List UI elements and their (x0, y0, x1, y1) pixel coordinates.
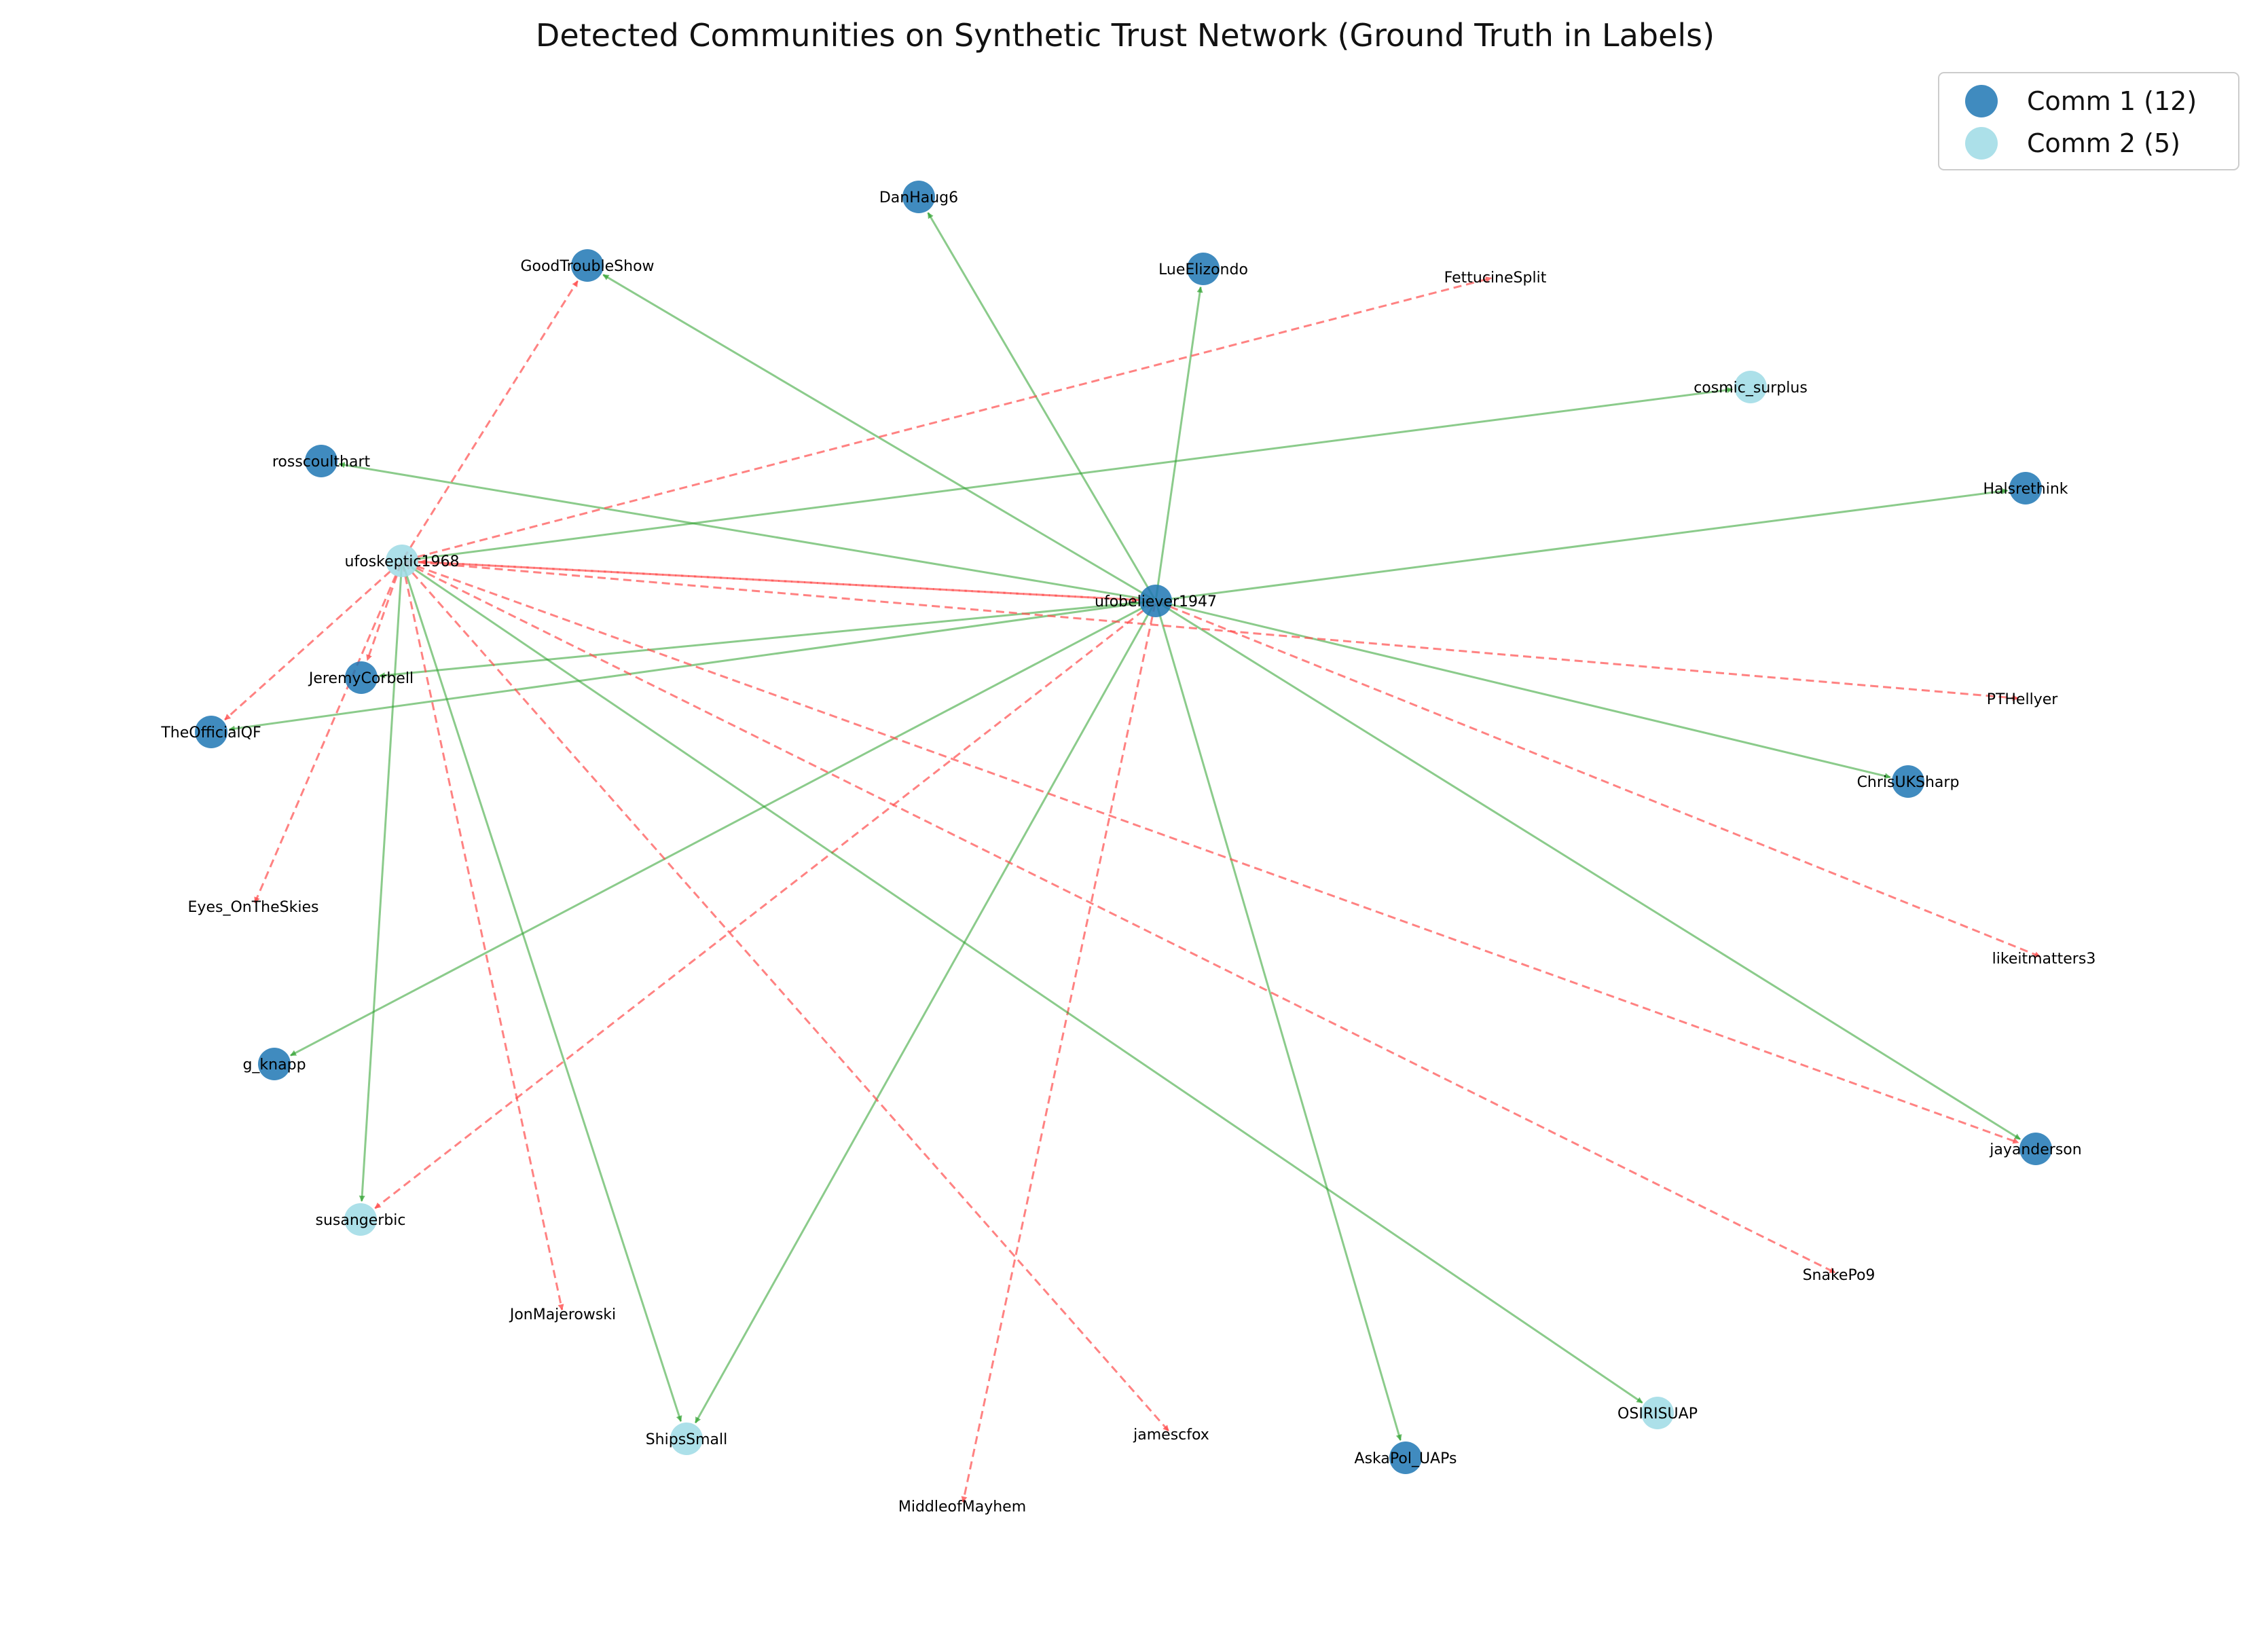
distrust-edge-ufoskeptic1968-to-jayanderson (404, 560, 2019, 1144)
node-susangerbic[interactable] (344, 1203, 377, 1236)
node-label-Eyes_OnTheSkies: Eyes_OnTheSkies (188, 899, 319, 916)
trust-edge-ufobeliever1947-to-g_knapp (290, 601, 1154, 1057)
trust-edge-ufobeliever1947-to-ChrisUKSharp (1158, 600, 1891, 779)
node-cosmic_surplus[interactable] (1734, 371, 1767, 403)
distrust-edge-ufoskeptic1968-to-JonMajerowski (401, 563, 564, 1311)
node-label-TheOfficialQF: TheOfficialQF (160, 724, 261, 741)
node-JeremyCorbell[interactable] (345, 661, 378, 694)
node-label-ufoskeptic1968: ufoskeptic1968 (345, 553, 460, 570)
node-label-GoodTroubleShow: GoodTroubleShow (520, 258, 654, 275)
trust-edge-ufoskeptic1968-to-susangerbic (359, 563, 403, 1202)
distrust-edge-ufoskeptic1968-to-ufobeliever1947 (404, 559, 1138, 603)
node-label-MiddleofMayhem: MiddleofMayhem (898, 1499, 1026, 1516)
node-Halsrethink[interactable] (2009, 472, 2042, 504)
legend-marker-comm2 (1965, 127, 1998, 160)
nodes-layer (195, 181, 2052, 1474)
trust-edge-ufobeliever1947-to-rosscoulthart (338, 462, 1154, 602)
trust-edge-ufobeliever1947-to-DanHaug6 (927, 212, 1156, 600)
edges-layer (224, 212, 2041, 1503)
node-GoodTroubleShow[interactable] (571, 249, 604, 282)
node-DanHaug6[interactable] (902, 181, 935, 213)
node-g_knapp[interactable] (258, 1048, 291, 1080)
node-OSIRISUAP[interactable] (1641, 1397, 1674, 1429)
trust-edge-ufobeliever1947-to-LueElizondo (1155, 286, 1203, 599)
node-label-DanHaug6: DanHaug6 (879, 189, 958, 206)
node-label-PTHellyer: PTHellyer (1987, 691, 2059, 708)
node-label-g_knapp: g_knapp (242, 1057, 306, 1073)
distrust-edge-ufoskeptic1968-to-jamescfox (403, 562, 1170, 1432)
trust-edge-ufobeliever1947-to-JeremyCorbell (378, 600, 1154, 679)
node-label-likeitmatters3: likeitmatters3 (1992, 951, 2096, 968)
distrust-edge-ufobeliever1947-to-susangerbic (374, 602, 1154, 1209)
trust-edge-ufobeliever1947-to-jayanderson (1157, 601, 2021, 1141)
distrust-edge-ufoskeptic1968-to-TheOfficialQF (224, 562, 401, 721)
node-TheOfficialQF[interactable] (195, 716, 227, 748)
node-label-JeremyCorbell: JeremyCorbell (308, 670, 414, 687)
distrust-edge-ufoskeptic1968-to-Eyes_OnTheSkies (253, 563, 402, 904)
legend-label-comm1: Comm 1 (12) (2027, 86, 2197, 116)
legend: Comm 1 (12) Comm 2 (5) (1938, 72, 2239, 170)
distrust-edge-ufoskeptic1968-to-SnakePo9 (403, 561, 1836, 1274)
node-label-ShipsSmall: ShipsSmall (646, 1431, 728, 1448)
node-ChrisUKSharp[interactable] (1892, 765, 1924, 798)
distrust-edge-ufobeliever1947-to-MiddleofMayhem (961, 603, 1156, 1503)
trust-edge-ufoskeptic1968-to-OSIRISUAP (403, 562, 1643, 1404)
distrust-edge-ufoskeptic1968-to-PTHellyer (404, 559, 2019, 701)
node-ufobeliever1947[interactable] (1139, 585, 1172, 617)
trust-edge-ufobeliever1947-to-AskaPol_UAPs (1155, 603, 1402, 1441)
trust-edge-ufobeliever1947-to-Halsrethink (1158, 488, 2009, 602)
node-ufoskeptic1968[interactable] (386, 545, 418, 577)
trust-edge-ufobeliever1947-to-GoodTroubleShow (602, 274, 1154, 601)
node-label-FettucineSplit: FettucineSplit (1444, 270, 1547, 287)
node-label-jayanderson: jayanderson (1989, 1141, 2081, 1158)
node-label-Halsrethink: Halsrethink (1983, 481, 2068, 498)
node-label-cosmic_surplus: cosmic_surplus (1694, 380, 1808, 397)
node-label-ChrisUKSharp: ChrisUKSharp (1857, 774, 1960, 791)
node-label-SnakePo9: SnakePo9 (1803, 1267, 1875, 1284)
node-label-susangerbic: susangerbic (315, 1212, 405, 1229)
distrust-edge-ufoskeptic1968-to-GoodTroubleShow (402, 280, 579, 559)
distrust-edge-ufoskeptic1968-to-JeremyCorbell (366, 563, 403, 661)
node-label-jamescfox: jamescfox (1133, 1427, 1209, 1444)
node-label-rosscoulthart: rosscoulthart (272, 454, 371, 471)
trust-edge-ufoskeptic1968-to-cosmic_surplus (404, 387, 1734, 562)
node-label-ufobeliever1947: ufobeliever1947 (1095, 593, 1217, 610)
trust-edge-ufobeliever1947-to-ShipsSmall (694, 602, 1156, 1424)
legend-marker-comm1 (1965, 85, 1998, 117)
labels-layer: ufobeliever1947 ufoskeptic1968 DanHaug6Goo… (160, 189, 2096, 1516)
trust-edge-ufoskeptic1968-to-ShipsSmall (401, 563, 682, 1422)
legend-box (1938, 72, 2239, 170)
node-ShipsSmall[interactable] (670, 1422, 703, 1455)
distrust-edge-ufoskeptic1968-to-FettucineSplit (404, 276, 1493, 562)
node-AskaPol_UAPs[interactable] (1389, 1442, 1422, 1474)
legend-label-comm2: Comm 2 (5) (2027, 128, 2180, 158)
distrust-edge-ufobeliever1947-to-likeitmatters3 (1158, 601, 2041, 958)
node-label-OSIRISUAP: OSIRISUAP (1617, 1406, 1698, 1422)
node-jayanderson[interactable] (2019, 1133, 2052, 1165)
node-LueElizondo[interactable] (1187, 253, 1220, 285)
chart-title: Detected Communities on Synthetic Trust … (536, 17, 1715, 54)
node-label-AskaPol_UAPs: AskaPol_UAPs (1355, 1450, 1457, 1467)
node-label-JonMajerowski: JonMajerowski (509, 1306, 616, 1323)
node-rosscoulthart[interactable] (305, 445, 337, 477)
node-label-LueElizondo: LueElizondo (1158, 261, 1248, 278)
